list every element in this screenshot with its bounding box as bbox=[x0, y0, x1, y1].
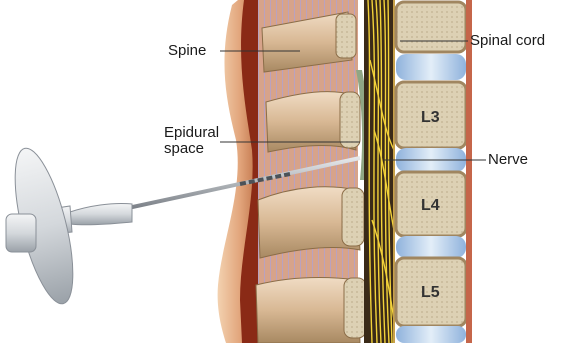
disc-3 bbox=[396, 236, 466, 258]
anterior-ligament bbox=[466, 0, 472, 343]
vertebra-label-l5: L5 bbox=[421, 284, 440, 301]
disc-4 bbox=[396, 326, 466, 343]
vertebra-top bbox=[396, 2, 466, 52]
label-epidural-space: Epidural space bbox=[164, 125, 234, 157]
label-epidural-line2: space bbox=[164, 141, 234, 157]
label-spine: Spine bbox=[168, 43, 206, 59]
label-spinal-cord: Spinal cord bbox=[470, 33, 545, 49]
label-epidural-line1: Epidural bbox=[164, 125, 234, 141]
vertebra-label-l4: L4 bbox=[421, 197, 440, 214]
label-nerve: Nerve bbox=[488, 152, 528, 168]
vertebra-label-l3: L3 bbox=[421, 109, 440, 126]
disc-1 bbox=[396, 54, 466, 80]
